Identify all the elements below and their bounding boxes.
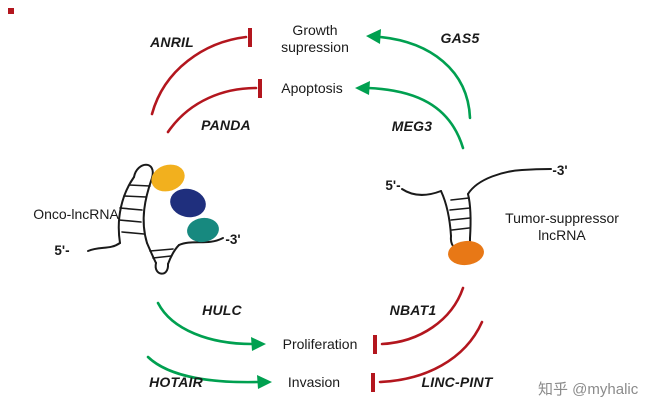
suppressor-five-prime-label: 5'- [385,178,401,193]
hulc-activation-arc [156,301,254,346]
gene-label-hulc: HULC [202,302,242,318]
meg3-arrowhead-icon [355,81,370,95]
nbat1-inhibition-arc [380,286,465,346]
onco-stem-rungs [118,184,174,259]
panda-tbar-icon [258,79,262,98]
growth-line1: Growth [292,22,338,38]
onco-five-prime-label: 5'- [54,243,70,258]
linc-pint-inhibition-arc [378,320,484,384]
panda-inhibition-arc [166,86,258,134]
suppressor-stem-rungs [449,197,471,231]
protein-blob-teal [187,217,219,243]
anril-inhibition-arc [150,35,248,116]
anril-tbar-icon [248,28,252,47]
gas5-activation-arc [378,35,472,120]
nbat1-tbar-icon [373,335,377,354]
tumor-suppressor-label: Tumor-suppressor lncRNA [505,210,619,244]
gas5-arrowhead-icon [366,29,381,44]
meg3-activation-arc [366,86,465,150]
hotair-arrowhead-icon [257,375,272,389]
target-invasion: Invasion [287,374,341,390]
onco-lncrna-label: Onco-lncRNA [33,206,119,222]
onco-three-prime-label: -3' [225,232,241,247]
protein-blob-yellow [151,164,185,192]
gene-label-meg3: MEG3 [391,118,433,134]
gene-label-anril: ANRIL [150,34,194,50]
gene-label-nbat1: NBAT1 [389,302,437,318]
target-apoptosis: Apoptosis [281,80,343,96]
gene-label-gas5: GAS5 [440,30,480,46]
target-proliferation: Proliferation [282,336,358,352]
linc-pint-tbar-icon [371,373,375,392]
tumor-suppressor-line1: Tumor-suppressor [505,210,619,226]
gene-label-panda: PANDA [201,117,251,133]
protein-blob-orange [448,240,484,266]
onco-lncrna-structure [87,163,224,275]
corner-mark [8,8,14,14]
growth-line2: supression [281,38,349,55]
hotair-activation-arc [146,355,260,384]
hulc-arrowhead-icon [251,337,266,351]
gene-label-hotair: HOTAIR [149,374,203,390]
gene-label-linc-pint: LINC-PINT [421,374,493,390]
protein-blob-navy [170,188,206,218]
target-growth-suppression: Growth supression [281,22,349,56]
suppressor-three-prime-label: -3' [552,163,568,178]
tumor-suppressor-line2: lncRNA [538,226,586,243]
watermark: 知乎 @myhalic [538,381,639,398]
